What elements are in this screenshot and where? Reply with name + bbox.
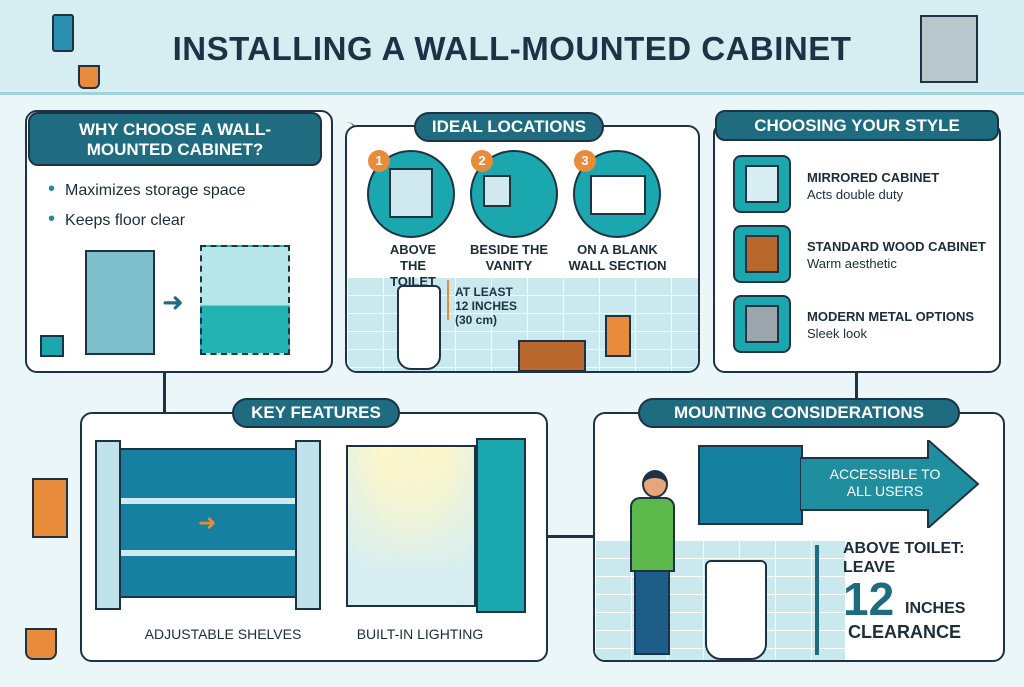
clearance-line3: CLEARANCE	[848, 622, 962, 642]
person-illustration	[630, 497, 675, 572]
cabinet-icon	[389, 168, 433, 218]
connector	[855, 372, 858, 412]
style-desc: Warm aesthetic	[807, 256, 897, 271]
style-heading: CHOOSING YOUR STYLE	[715, 110, 999, 141]
cabinet-logo-icon	[920, 15, 978, 83]
style-desc: Sleek look	[807, 326, 867, 341]
clearance-arrow	[815, 545, 819, 655]
door-right	[295, 440, 321, 610]
clearance-line1: ABOVE TOILET:	[843, 540, 965, 557]
towel-icon	[32, 478, 68, 538]
accessible-arrow	[800, 440, 980, 528]
towel-icon	[605, 315, 631, 357]
plant-icon	[40, 335, 64, 357]
arrow-right-icon: ➜	[162, 287, 184, 317]
mirror-door	[476, 438, 526, 613]
towel-icon	[52, 14, 74, 52]
accessible-label: ACCESSIBLE TO ALL USERS	[829, 466, 941, 499]
clearance-line2: LEAVE	[843, 559, 896, 576]
header-band	[0, 0, 1024, 95]
plant-icon	[78, 65, 100, 89]
benefit-item: Maximizes storage space	[48, 178, 246, 201]
style-desc: Acts double duty	[807, 187, 904, 202]
location-label: BESIDE THE VANITY	[470, 242, 549, 273]
floor-cabinet-illustration	[85, 250, 155, 355]
clearance-note: AT LEAST 12 INCHES (30 cm)	[455, 285, 518, 327]
page-title: INSTALLING A WALL-MOUNTED CABINET	[172, 30, 852, 67]
toilet-illustration	[397, 285, 441, 370]
connector	[163, 372, 166, 412]
mirror-icon	[590, 175, 646, 215]
metal-icon	[745, 305, 779, 343]
clearance-unit: INCHES	[905, 600, 966, 617]
location-label: ABOVE THE TOILET	[389, 242, 437, 289]
vanity-illustration	[518, 340, 586, 372]
location-number: 1	[368, 150, 390, 172]
wood-icon	[745, 235, 779, 273]
wall-cabinet-illustration	[200, 245, 290, 355]
plant-icon	[25, 628, 57, 660]
style-name: MIRRORED CABINET	[807, 170, 940, 185]
door-left	[95, 440, 121, 610]
locations-heading: IDEAL LOCATIONS	[414, 112, 604, 142]
open-cabinet-illustration	[698, 445, 803, 525]
location-number: 2	[471, 150, 493, 172]
mounting-heading: MOUNTING CONSIDERATIONS	[638, 398, 960, 428]
toilet-illustration	[705, 560, 767, 660]
location-label: ON A BLANK WALL SECTION	[568, 242, 667, 273]
adjustable-shelves-illustration	[118, 448, 298, 598]
feature-label: BUILT-IN LIGHTING	[356, 626, 484, 642]
features-heading: KEY FEATURES	[232, 398, 400, 428]
cabinet-icon	[483, 175, 511, 207]
location-number: 3	[574, 150, 596, 172]
arrow-right-icon: ➜	[198, 510, 217, 535]
connector	[548, 535, 594, 538]
why-heading: WHY CHOOSE A WALL-MOUNTED CABINET?	[28, 112, 322, 166]
feature-label: ADJUSTABLE SHELVES	[144, 626, 302, 642]
person-legs	[634, 570, 670, 655]
style-name: MODERN METAL OPTIONS	[807, 309, 975, 324]
clearance-number: 12	[843, 573, 895, 625]
benefit-item: Keeps floor clear	[48, 208, 185, 231]
style-name: STANDARD WOOD CABINET	[807, 239, 986, 254]
lighted-cabinet-illustration	[346, 445, 476, 607]
height-arrow	[447, 280, 449, 320]
person-head	[642, 470, 668, 498]
mirror-icon	[745, 165, 779, 203]
